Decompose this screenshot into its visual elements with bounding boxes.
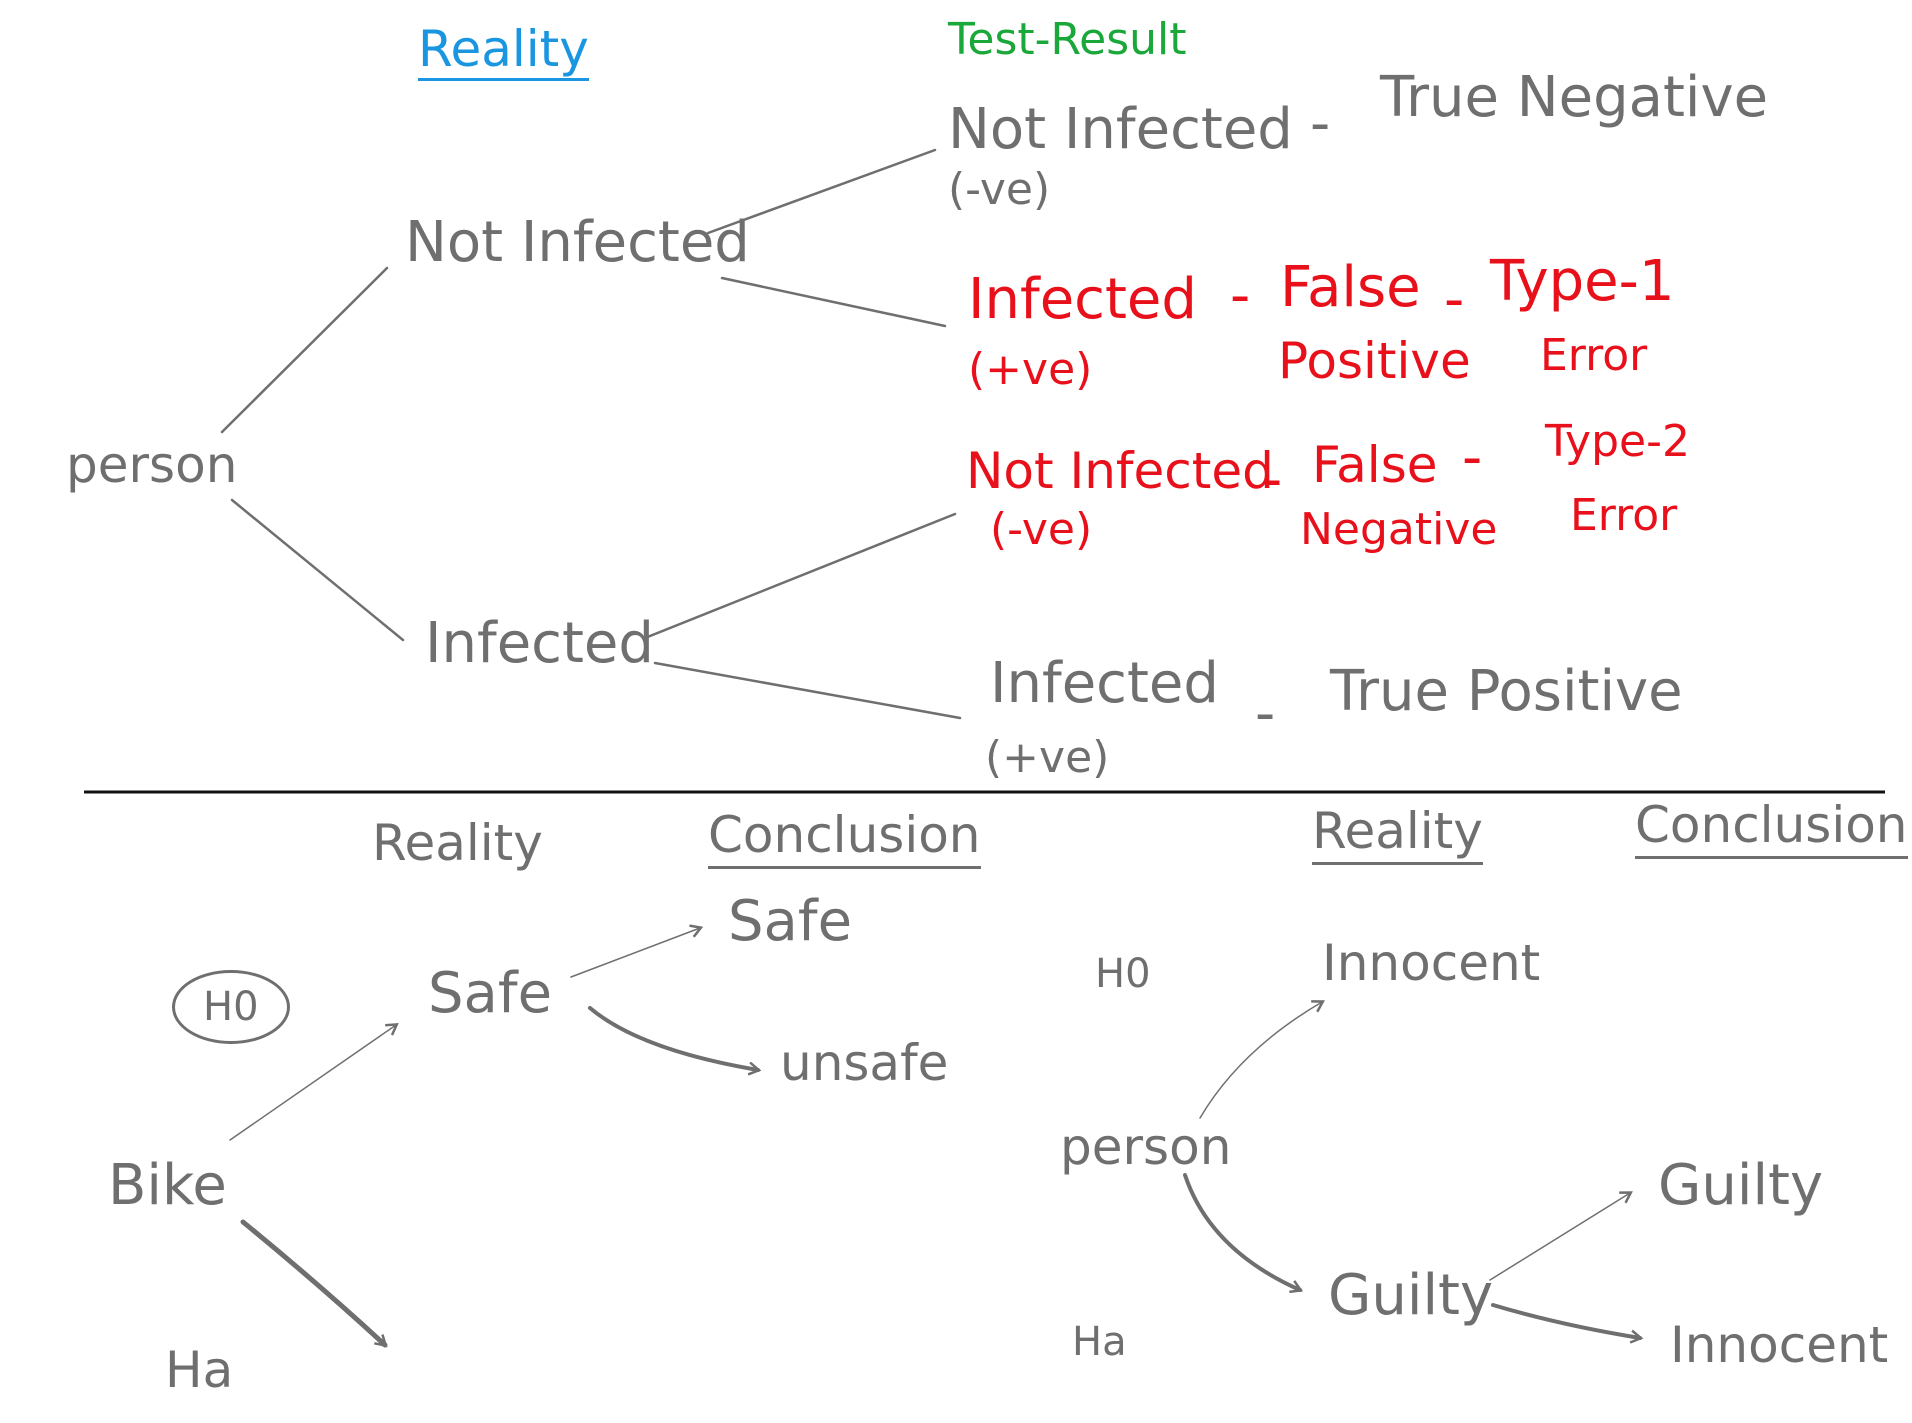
bike-h0-label: H0 xyxy=(172,970,290,1044)
bike-conclusion-unsafe: unsafe xyxy=(780,1034,949,1092)
court-conclusion-header: Conclusion xyxy=(1635,800,1908,859)
edge-person-innocent xyxy=(1199,1002,1322,1119)
bike-node: Bike xyxy=(108,1153,227,1218)
outcome-2-type-line-2: Error xyxy=(1540,330,1648,381)
edge-guilty-innocent xyxy=(1491,1303,1640,1338)
outcome-1-result: Not Infected xyxy=(948,97,1293,162)
outcome-3-dash-1: - xyxy=(1262,447,1283,512)
outcome-2-type-line-1: Type-1 xyxy=(1490,249,1675,314)
edge-guilty-guilty xyxy=(1489,1193,1630,1281)
not-infected-node: Not Infected xyxy=(405,210,750,275)
court-innocent-node: Innocent xyxy=(1322,934,1541,992)
edge-not-infected-true-negative xyxy=(706,148,937,235)
edge-person-infected xyxy=(230,498,405,642)
bike-safe-node: Safe xyxy=(428,961,553,1026)
outcome-1-label: True Negative xyxy=(1380,65,1769,130)
outcome-2-result: Infected xyxy=(968,267,1197,332)
court-h0-label: H0 xyxy=(1095,951,1151,997)
court-guilty-node: Guilty xyxy=(1328,1263,1494,1328)
edge-not-infected-false-positive xyxy=(720,276,947,328)
outcome-3-type-line-2: Error xyxy=(1570,490,1678,541)
bike-conclusion-header: Conclusion xyxy=(708,810,981,869)
outcome-2-dash-2: - xyxy=(1444,267,1465,332)
outcome-3-dash-2: - xyxy=(1462,425,1483,490)
outcome-2-dash-1: - xyxy=(1230,263,1251,328)
court-reality-header: Reality xyxy=(1312,806,1483,865)
edge-person-guilty xyxy=(1183,1173,1300,1290)
test-result-header: Test-Result xyxy=(948,14,1187,65)
edge-bike-safe xyxy=(229,1025,396,1141)
edge-bike-ha xyxy=(240,1219,385,1348)
outcome-3-label-line-1: False xyxy=(1312,436,1438,494)
edge-safe-unsafe xyxy=(588,1006,758,1070)
outcome-3-label-line-2: Negative xyxy=(1300,504,1498,555)
outcome-1-dash: - xyxy=(1310,91,1331,156)
outcome-4-sign: (+ve) xyxy=(985,732,1110,783)
outcome-2-label-line-2: Positive xyxy=(1278,332,1471,390)
outcome-2-label-line-1: False xyxy=(1280,255,1421,320)
outcome-3-sign: (-ve) xyxy=(990,504,1093,555)
bike-conclusion-safe: Safe xyxy=(728,889,853,954)
infected-node: Infected xyxy=(425,611,654,676)
edge-infected-true-positive xyxy=(653,661,962,720)
court-ha-label: Ha xyxy=(1072,1319,1127,1365)
court-conclusion-innocent: Innocent xyxy=(1670,1316,1889,1374)
edge-safe-safe xyxy=(570,928,700,978)
court-person-node: person xyxy=(1060,1118,1232,1176)
court-conclusion-guilty: Guilty xyxy=(1658,1153,1824,1218)
person-node: person xyxy=(66,436,238,494)
outcome-4-result: Infected xyxy=(990,651,1219,716)
outcome-4-label: True Positive xyxy=(1330,659,1683,724)
edge-infected-false-negative xyxy=(643,512,957,640)
bike-ha-label: Ha xyxy=(165,1341,234,1399)
outcome-3-type-line-1: Type-2 xyxy=(1545,416,1690,467)
edge-person-not-infected xyxy=(220,266,389,434)
bike-reality-header: Reality xyxy=(372,814,543,872)
outcome-1-sign: (-ve) xyxy=(948,164,1051,215)
outcome-4-dash: - xyxy=(1255,681,1276,746)
outcome-3-result: Not Infected xyxy=(966,442,1274,500)
reality-header: Reality xyxy=(418,24,589,81)
outcome-2-sign: (+ve) xyxy=(968,344,1093,395)
